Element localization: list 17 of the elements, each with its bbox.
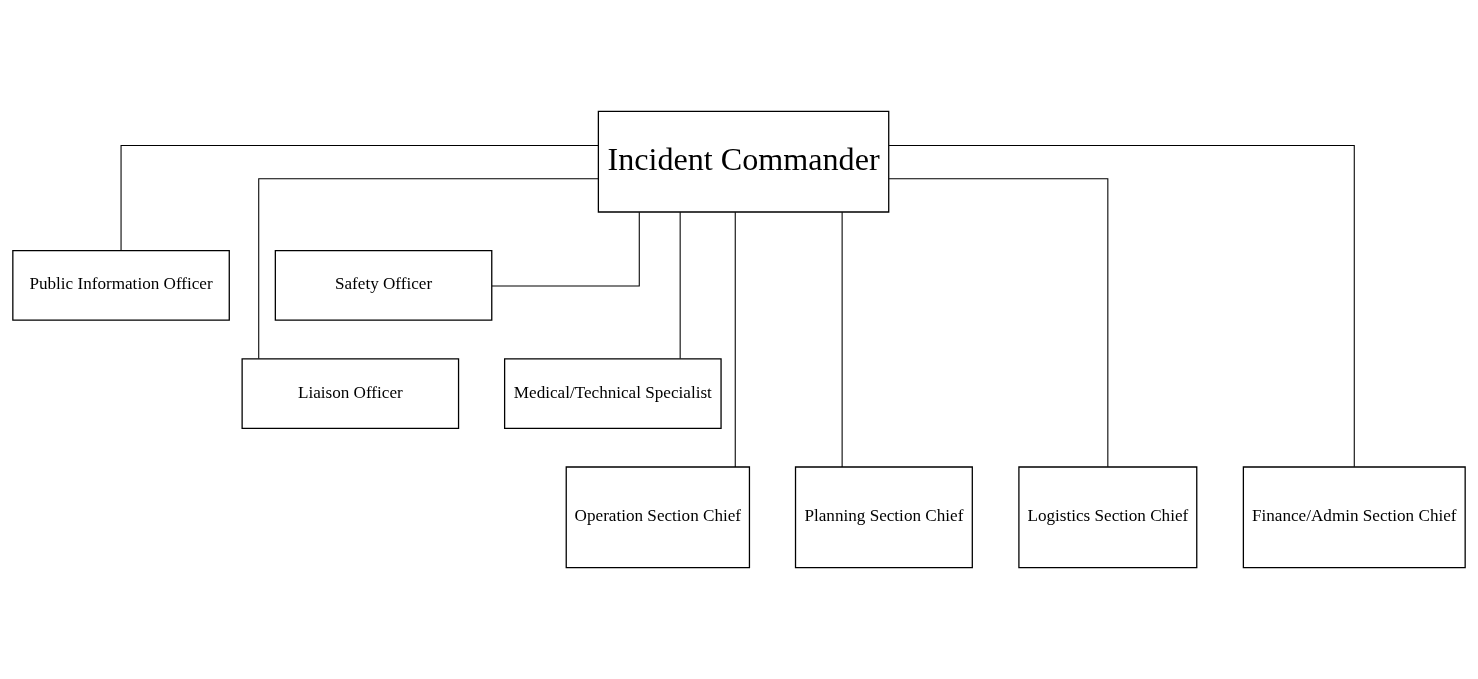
connector (491, 211, 640, 287)
node-box: Public Information Officer (12, 249, 230, 321)
connector (258, 178, 599, 360)
connector (888, 145, 1355, 468)
connector (679, 211, 681, 360)
node-box: Logistics Section Chief (1018, 466, 1198, 569)
node-box: Operation Section Chief (565, 466, 751, 569)
connector (734, 211, 736, 468)
node-box: Medical/Technical Specialist (504, 358, 722, 430)
connector (120, 145, 599, 251)
node-box: Planning Section Chief (794, 466, 973, 569)
node-box: Safety Officer (274, 249, 493, 321)
node-box: Liaison Officer (241, 358, 460, 430)
connector (888, 178, 1109, 468)
node-box: Finance/Admin Section Chief (1242, 466, 1466, 569)
connector (841, 211, 843, 468)
node-box: Incident Commander (597, 110, 890, 213)
